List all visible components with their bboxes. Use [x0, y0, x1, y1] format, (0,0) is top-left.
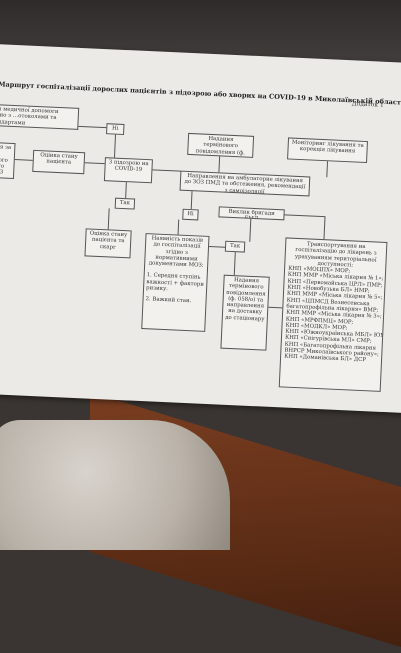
connector-line	[78, 125, 107, 128]
connector-line	[125, 182, 127, 199]
connector-line	[14, 159, 33, 161]
connector-line	[177, 219, 180, 235]
box-no-top: Ні	[106, 123, 125, 135]
connector-line	[113, 134, 116, 158]
box-yes-mid: Так	[114, 197, 136, 210]
connector-line	[190, 191, 193, 210]
page-title: Маршрут госпіталізації дорослих пацієнті…	[0, 80, 401, 107]
document-sheet: Додаток 1 Маршрут госпіталізації доросли…	[0, 44, 401, 414]
connector-line	[152, 169, 181, 172]
connector-line	[209, 245, 226, 248]
connector-line	[84, 162, 105, 164]
connector-line	[323, 216, 326, 240]
box-call-ems: Виклик бригади ЕМД	[218, 206, 285, 221]
box-hospitalization-indications: Наявність показів до госпіталізації згід…	[141, 233, 210, 332]
box-standards-care: …ня медичної допомоги згідно з …отоколам…	[0, 103, 80, 130]
connector-line	[107, 208, 110, 230]
box-no-mid: Ні	[182, 208, 199, 221]
hospital-list: КНП «МОЦПХ» МОР; КНП ММР «Міська лікарня…	[284, 266, 387, 365]
connector-line	[249, 218, 252, 242]
box-yes-right: Так	[224, 240, 246, 253]
box-left-partial: …ння за …ажного …того до …3	[0, 141, 16, 180]
box-transport-hospitals: Транспортування на госпіталізацію до лік…	[278, 237, 388, 392]
criteria-one: 1. Середня ступінь важкості + фактори ри…	[145, 272, 205, 293]
fabric-cloth	[0, 420, 230, 550]
box-assess-patient: Оцінка стану пацієнта	[32, 149, 86, 175]
indications-text: Наявність показів до госпіталізації згід…	[148, 235, 204, 269]
box-urgent-notice-bottom: Надання термінового повідомлення (ф. 058…	[220, 274, 270, 351]
box-urgent-notice-top: Надання термінового повідомлення (ф. 058…	[187, 132, 255, 158]
connector-line	[218, 156, 220, 173]
box-treatment-monitoring: Моніторинг лікування та корекція лікуван…	[287, 137, 368, 164]
connector-line	[268, 306, 283, 309]
connector-line	[233, 252, 236, 276]
connector-line	[326, 161, 328, 178]
box-assess-complaints: Оцінка стану пацієнта та скарг	[84, 228, 132, 259]
criteria-two: 2. Важкий стан.	[145, 296, 192, 305]
box-outpatient-referral: Направлення на амбулаторне лікування до …	[179, 170, 311, 197]
box-suspected-covid: З підозрою на COVID-19	[103, 157, 153, 184]
connector-line	[284, 214, 325, 217]
